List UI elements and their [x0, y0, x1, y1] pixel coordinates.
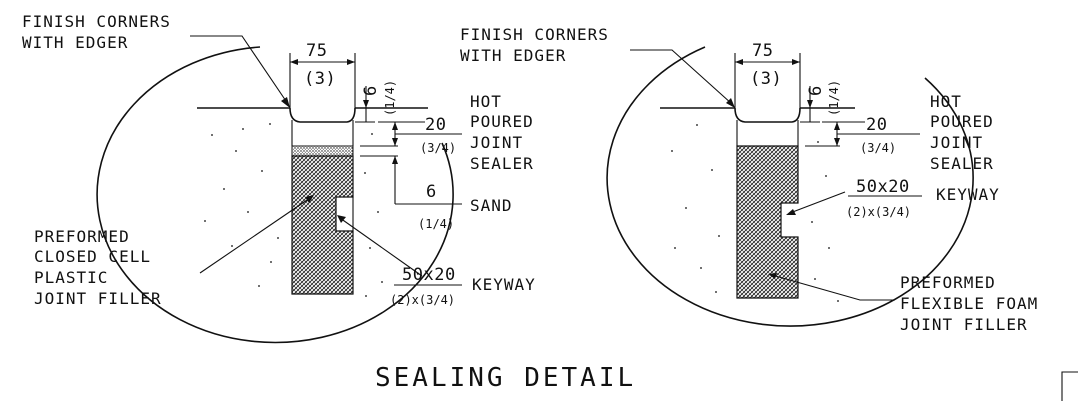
right-width-dim-in: (3) — [750, 69, 782, 89]
right-keyway-leader — [789, 191, 846, 214]
left-width-dim-in: (3) — [304, 69, 336, 89]
right-sealer-label-1: HOT — [930, 92, 962, 111]
right-sealer-label-4: SEALER — [930, 154, 994, 173]
right-joint-filler — [736, 145, 799, 299]
left-finish-corners-2: WITH EDGER — [22, 33, 128, 52]
right-sealer-label-2: POURED — [930, 112, 994, 131]
left-filler-leader — [199, 197, 311, 274]
left-filler-label-1: PREFORMED — [34, 227, 130, 246]
left-filler-label-4: JOINT FILLER — [34, 289, 162, 308]
left-sealer-dim: 20 — [425, 115, 446, 135]
left-sand-dim-in: (1/4) — [418, 217, 454, 231]
right-keyway-dim: 50x20 — [856, 177, 910, 197]
right-filler-label-1: PREFORMED — [900, 273, 996, 292]
left-sealer-label-3: JOINT — [470, 133, 523, 152]
right-filler-label-3: JOINT FILLER — [900, 315, 1028, 334]
left-sealer-dim-in: (3/4) — [420, 141, 456, 155]
left-keyway-dim-in: (2)x(3/4) — [390, 293, 455, 307]
right-filler-leader — [771, 274, 895, 301]
left-sand-label: SAND — [470, 196, 513, 215]
left-detail: 75 (3) 6 (1/4) 20 (3/4) HOT POURED JOINT… — [22, 12, 536, 344]
left-sand-layer — [291, 145, 354, 157]
left-finish-corners-leader — [190, 35, 289, 105]
left-sand-dim: 6 — [426, 182, 437, 202]
left-joint-reservoir — [289, 107, 356, 123]
right-keyway-label: KEYWAY — [936, 185, 1000, 204]
right-joint-reservoir — [734, 107, 801, 123]
sheet-border-corner — [1061, 371, 1078, 401]
left-concrete-aggregate — [204, 123, 383, 297]
left-depth-dim-in: (1/4) — [383, 80, 397, 116]
left-filler-label-2: CLOSED CELL — [34, 247, 151, 266]
left-sealer-label-4: SEALER — [470, 154, 534, 173]
right-filler-label-2: FLEXIBLE FOAM — [900, 294, 1038, 313]
left-sealer-label-1: HOT — [470, 92, 502, 111]
left-depth-dim: 6 — [361, 85, 381, 96]
left-filler-label-3: PLASTIC — [34, 268, 108, 287]
left-detail-circle — [96, 46, 454, 344]
left-keyway-dim: 50x20 — [402, 265, 456, 285]
right-concrete-aggregate — [671, 124, 839, 302]
left-joint-filler — [291, 155, 354, 295]
right-finish-corners-leader — [630, 49, 733, 105]
right-sealer-dim-in: (3/4) — [860, 141, 896, 155]
left-finish-corners-1: FINISH CORNERS — [22, 12, 171, 31]
right-sealer-dim: 20 — [866, 115, 887, 135]
right-finish-corners-2: WITH EDGER — [460, 46, 566, 65]
right-detail-circle — [606, 46, 974, 327]
right-keyway-dim-in: (2)x(3/4) — [846, 205, 911, 219]
right-finish-corners-1: FINISH CORNERS — [460, 25, 609, 44]
left-sealer-label-2: POURED — [470, 112, 534, 131]
right-detail: 75 (3) 6 (1/4) 20 (3/4) HOT POURED JOINT… — [460, 25, 1038, 334]
left-width-dim: 75 — [306, 41, 327, 61]
left-keyway-label: KEYWAY — [472, 275, 536, 294]
left-keyway-leader — [339, 217, 423, 277]
right-sealer-label-3: JOINT — [930, 133, 983, 152]
drawing-title: SEALING DETAIL — [375, 363, 636, 393]
right-width-dim: 75 — [752, 41, 773, 61]
right-depth-dim-in: (1/4) — [827, 80, 841, 116]
right-depth-dim: 6 — [806, 85, 826, 96]
